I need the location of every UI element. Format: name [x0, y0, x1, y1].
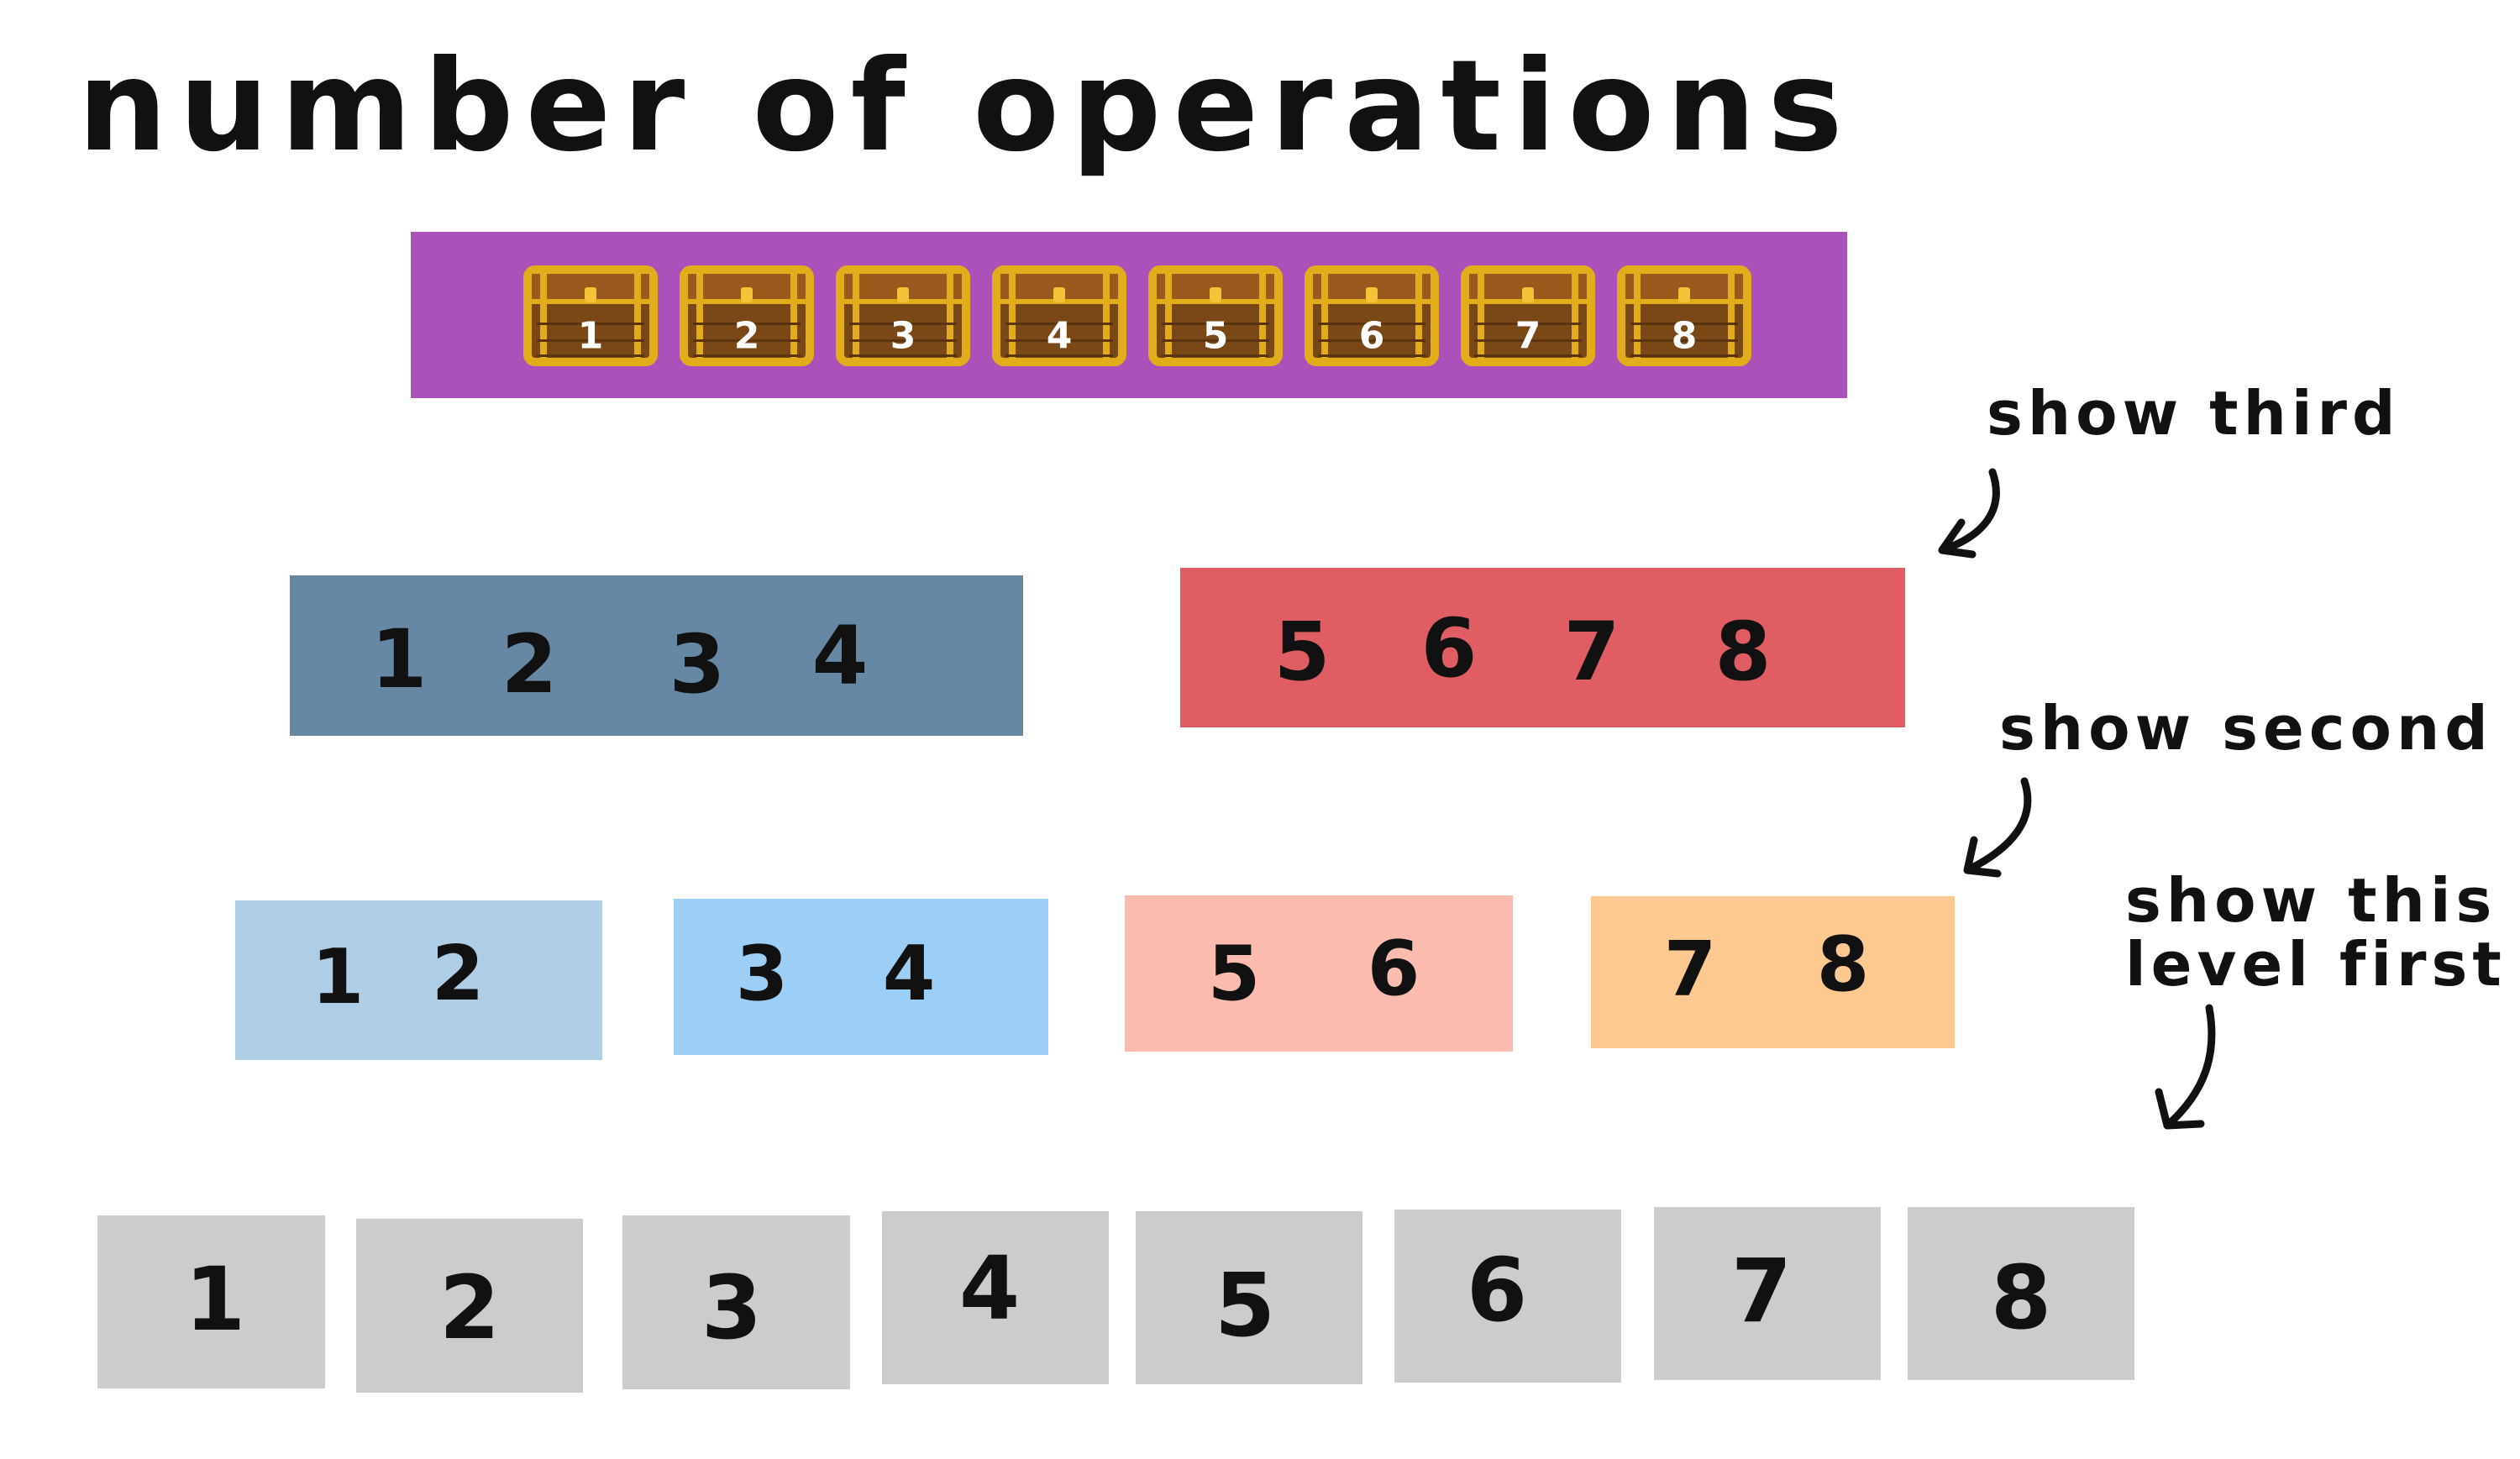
leaf-box: 5: [1136, 1211, 1362, 1384]
quarter-box-2: 3 4: [674, 899, 1048, 1055]
quarter-box-1: 1 2: [235, 900, 602, 1060]
quarter-box-3: 5 6: [1125, 895, 1513, 1052]
leaf-number: 1: [184, 1248, 246, 1351]
treasure-chest-icon: 6: [1305, 265, 1439, 366]
leaf-box: 2: [356, 1219, 583, 1393]
treasure-chest-icon: 5: [1148, 265, 1283, 366]
note-show-second: show second: [1999, 693, 2493, 764]
chest-number: 8: [1671, 314, 1698, 358]
chest-number: 2: [733, 314, 760, 358]
treasure-chest-icon: 1: [523, 265, 658, 366]
quarter-number: 6: [1367, 925, 1420, 1013]
half-number: 5: [1273, 605, 1331, 699]
diagram-title: number of operations: [77, 34, 1855, 180]
note-show-third: show third: [1987, 378, 2401, 449]
half-number: 1: [370, 612, 428, 706]
treasure-chest-icon: 3: [836, 265, 970, 366]
leaf-box: 8: [1908, 1207, 2134, 1380]
leaf-number: 7: [1730, 1240, 1793, 1342]
treasure-chest-icon: 2: [680, 265, 814, 366]
leaf-box: 4: [882, 1211, 1109, 1384]
treasure-chest-icon: 7: [1461, 265, 1595, 366]
arrow-first-icon: [2155, 1004, 2216, 1130]
half-box-right: 5 6 7 8: [1180, 568, 1905, 727]
half-box-left: 1 2 3 4: [290, 575, 1023, 736]
quarter-number: 8: [1816, 921, 1870, 1009]
note-show-first: show this level first: [2125, 869, 2507, 996]
half-number: 7: [1563, 605, 1620, 699]
leaf-number: 2: [438, 1257, 501, 1359]
leaf-box: 1: [97, 1215, 325, 1388]
full-array-box: 1 2 3 4 5 6 7: [411, 232, 1847, 398]
quarter-number: 1: [311, 933, 365, 1021]
chest-number: 1: [577, 314, 604, 358]
treasure-chest-icon: 8: [1617, 265, 1751, 366]
chest-number: 7: [1515, 314, 1541, 358]
leaf-box: 7: [1654, 1207, 1881, 1380]
leaf-number: 6: [1466, 1239, 1528, 1341]
note-show-first-line1: show this: [2125, 865, 2497, 936]
half-number: 8: [1714, 605, 1772, 699]
half-number: 4: [811, 609, 869, 703]
leaf-box: 6: [1394, 1210, 1621, 1383]
chest-number: 3: [890, 314, 916, 358]
quarter-box-4: 7 8: [1591, 896, 1955, 1048]
quarter-number: 2: [431, 930, 485, 1018]
half-number: 6: [1420, 601, 1478, 695]
chest-number: 6: [1358, 314, 1385, 358]
treasure-chest-icon: 4: [992, 265, 1126, 366]
leaf-number: 3: [701, 1257, 763, 1359]
quarter-number: 5: [1207, 930, 1261, 1018]
treasure-chests: 1 2 3 4 5 6 7: [411, 232, 1847, 398]
leaf-box: 3: [622, 1215, 850, 1389]
quarter-number: 7: [1663, 926, 1717, 1014]
quarter-number: 4: [882, 930, 936, 1018]
chest-number: 4: [1046, 314, 1073, 358]
quarter-number: 3: [735, 930, 789, 1018]
leaf-number: 8: [1990, 1246, 2052, 1349]
leaf-number: 5: [1214, 1254, 1276, 1357]
chest-number: 5: [1202, 314, 1229, 358]
leaf-number: 4: [958, 1237, 1021, 1340]
half-number: 3: [669, 617, 726, 711]
half-number: 2: [501, 617, 558, 711]
arrow-second-icon: [1963, 777, 2032, 878]
arrow-third-icon: [1938, 468, 2000, 559]
note-show-first-line2: level first: [2125, 928, 2507, 1000]
